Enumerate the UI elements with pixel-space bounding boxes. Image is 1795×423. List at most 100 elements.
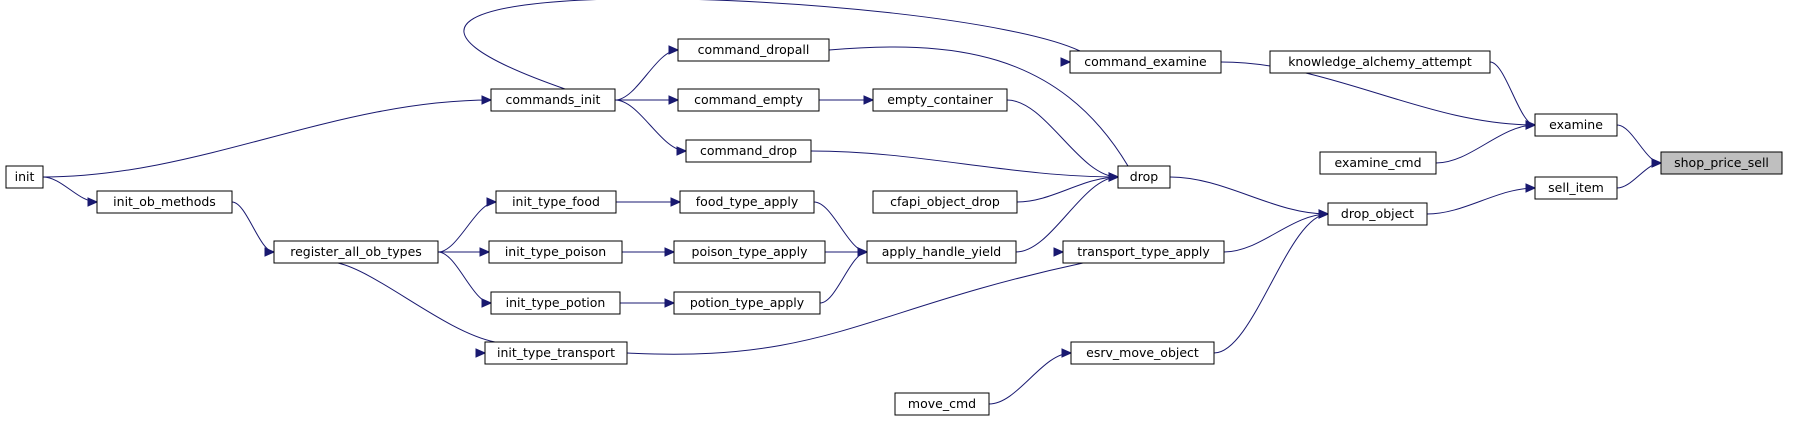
node-label: init_ob_methods xyxy=(113,194,216,209)
edge-knowledge_alchemy_attempt-to-examine xyxy=(1489,61,1537,130)
edge-register_all_ob_types-to-init_type_food xyxy=(437,197,498,253)
node-label: init_type_potion xyxy=(506,295,606,310)
node-init[interactable]: init xyxy=(5,165,44,189)
edge-arrowhead xyxy=(1060,57,1072,67)
node-shop-price-sell[interactable]: shop_price_sell xyxy=(1660,151,1783,175)
node-sell-item[interactable]: sell_item xyxy=(1534,176,1618,200)
node-register-all-ob-types[interactable]: register_all_ob_types xyxy=(273,240,439,264)
node-label: init_type_food xyxy=(512,194,600,209)
edge-command_drop-to-drop xyxy=(810,150,1120,182)
edge-arrowhead xyxy=(486,197,498,207)
node-examine-cmd[interactable]: examine_cmd xyxy=(1319,151,1437,175)
edge-arrowhead xyxy=(664,298,676,308)
edge-arrowhead xyxy=(1318,209,1330,219)
edge-drop_object-to-sell_item xyxy=(1426,183,1537,215)
node-box xyxy=(677,38,830,62)
node-empty-container[interactable]: empty_container xyxy=(872,88,1008,112)
node-label: init_type_poison xyxy=(505,244,606,259)
node-label: command_examine xyxy=(1084,54,1207,69)
node-box xyxy=(1269,50,1491,74)
edge-arrowhead xyxy=(481,95,493,105)
node-examine[interactable]: examine xyxy=(1534,113,1618,137)
edge-arrowhead xyxy=(1525,120,1537,130)
node-commands-init[interactable]: commands_init xyxy=(490,88,616,112)
edge-arrowhead xyxy=(863,95,875,105)
node-label: shop_price_sell xyxy=(1674,155,1769,170)
edge-arrowhead xyxy=(87,197,99,207)
node-esrv-move-object[interactable]: esrv_move_object xyxy=(1070,341,1215,365)
node-label: commands_init xyxy=(506,92,601,107)
edge-commands_init-to-command_dropall xyxy=(614,45,680,101)
edge-arrowhead xyxy=(857,247,869,257)
node-box xyxy=(495,190,617,214)
node-label: food_type_apply xyxy=(696,194,799,209)
node-label: drop_object xyxy=(1341,206,1414,221)
edge-arrowhead xyxy=(1061,348,1073,358)
node-potion-type-apply[interactable]: potion_type_apply xyxy=(673,291,821,315)
node-label: transport_type_apply xyxy=(1077,244,1210,259)
node-cfapi-object-drop[interactable]: cfapi_object_drop xyxy=(872,190,1018,214)
node-box xyxy=(872,190,1018,214)
node-drop[interactable]: drop xyxy=(1117,165,1171,189)
node-command-drop[interactable]: command_drop xyxy=(685,139,812,163)
graph-edges xyxy=(42,0,1663,405)
node-transport-type-apply[interactable]: transport_type_apply xyxy=(1062,240,1225,264)
edge-sell_item-to-shop_price_sell xyxy=(1616,158,1663,189)
node-poison-type-apply[interactable]: poison_type_apply xyxy=(673,240,826,264)
node-box xyxy=(490,88,616,112)
node-label: examine xyxy=(1549,117,1603,132)
node-init-type-food[interactable]: init_type_food xyxy=(495,190,617,214)
edge-arrowhead xyxy=(479,247,491,257)
node-food-type-apply[interactable]: food_type_apply xyxy=(679,190,815,214)
edge-register_all_ob_types-to-init_type_poison xyxy=(438,247,491,257)
node-label: command_drop xyxy=(700,143,797,158)
node-init-type-potion[interactable]: init_type_potion xyxy=(490,291,621,315)
node-box xyxy=(866,240,1017,264)
node-box xyxy=(1117,165,1171,189)
node-box xyxy=(1069,50,1222,74)
edge-init-to-commands_init xyxy=(42,95,493,178)
edge-arrowhead xyxy=(664,247,676,257)
edge-potion_type_apply-to-apply_handle_yield xyxy=(819,247,869,304)
edge-init_type_poison-to-poison_type_apply xyxy=(622,247,676,257)
node-box xyxy=(1319,151,1437,175)
node-command-examine[interactable]: command_examine xyxy=(1069,50,1222,74)
node-label: examine_cmd xyxy=(1334,155,1421,170)
edge-commands_init-to-command_drop xyxy=(614,99,688,156)
edge-init_type_food-to-food_type_apply xyxy=(616,197,682,207)
edge-arrowhead xyxy=(1108,172,1120,182)
edge-commands_init-to-command_examine xyxy=(463,0,1081,90)
edge-command_empty-to-empty_container xyxy=(819,95,875,105)
edge-init_ob_methods-to-register_all_ob_types xyxy=(231,201,276,257)
node-label: empty_container xyxy=(887,92,993,107)
node-box xyxy=(1327,202,1428,226)
node-box xyxy=(1660,151,1783,175)
node-command-empty[interactable]: command_empty xyxy=(677,88,820,112)
graph-nodes: shop_price_sell examine sell_item knowledge… xyxy=(5,38,1783,416)
node-init-type-poison[interactable]: init_type_poison xyxy=(488,240,623,264)
node-init-type-transport[interactable]: init_type_transport xyxy=(484,341,628,365)
edge-arrowhead xyxy=(676,146,688,156)
node-label: apply_handle_yield xyxy=(882,244,1001,259)
node-label: poison_type_apply xyxy=(692,244,809,259)
edge-register_all_ob_types-to-init_type_transport xyxy=(337,262,496,358)
node-apply-handle-yield[interactable]: apply_handle_yield xyxy=(866,240,1017,264)
edge-init_type_transport-to-transport_type_apply xyxy=(626,247,1084,355)
node-knowledge-alchemy-attempt[interactable]: knowledge_alchemy_attempt xyxy=(1269,50,1491,74)
edge-arrowhead xyxy=(1053,247,1065,257)
node-box xyxy=(673,291,821,315)
node-init-ob-methods[interactable]: init_ob_methods xyxy=(96,190,233,214)
edge-move_cmd-to-esrv_move_object xyxy=(988,348,1073,405)
edge-arrowhead xyxy=(670,197,682,207)
node-command-dropall[interactable]: command_dropall xyxy=(677,38,830,62)
edge-apply_handle_yield-to-drop xyxy=(1015,172,1120,253)
edge-arrowhead xyxy=(1525,183,1537,193)
node-box xyxy=(96,190,233,214)
node-label: potion_type_apply xyxy=(690,295,805,310)
node-box xyxy=(1534,113,1618,137)
edge-arrowhead xyxy=(1651,158,1663,168)
edge-commands_init-to-command_empty xyxy=(615,95,680,105)
node-drop-object[interactable]: drop_object xyxy=(1327,202,1428,226)
node-move-cmd[interactable]: move_cmd xyxy=(894,392,990,416)
